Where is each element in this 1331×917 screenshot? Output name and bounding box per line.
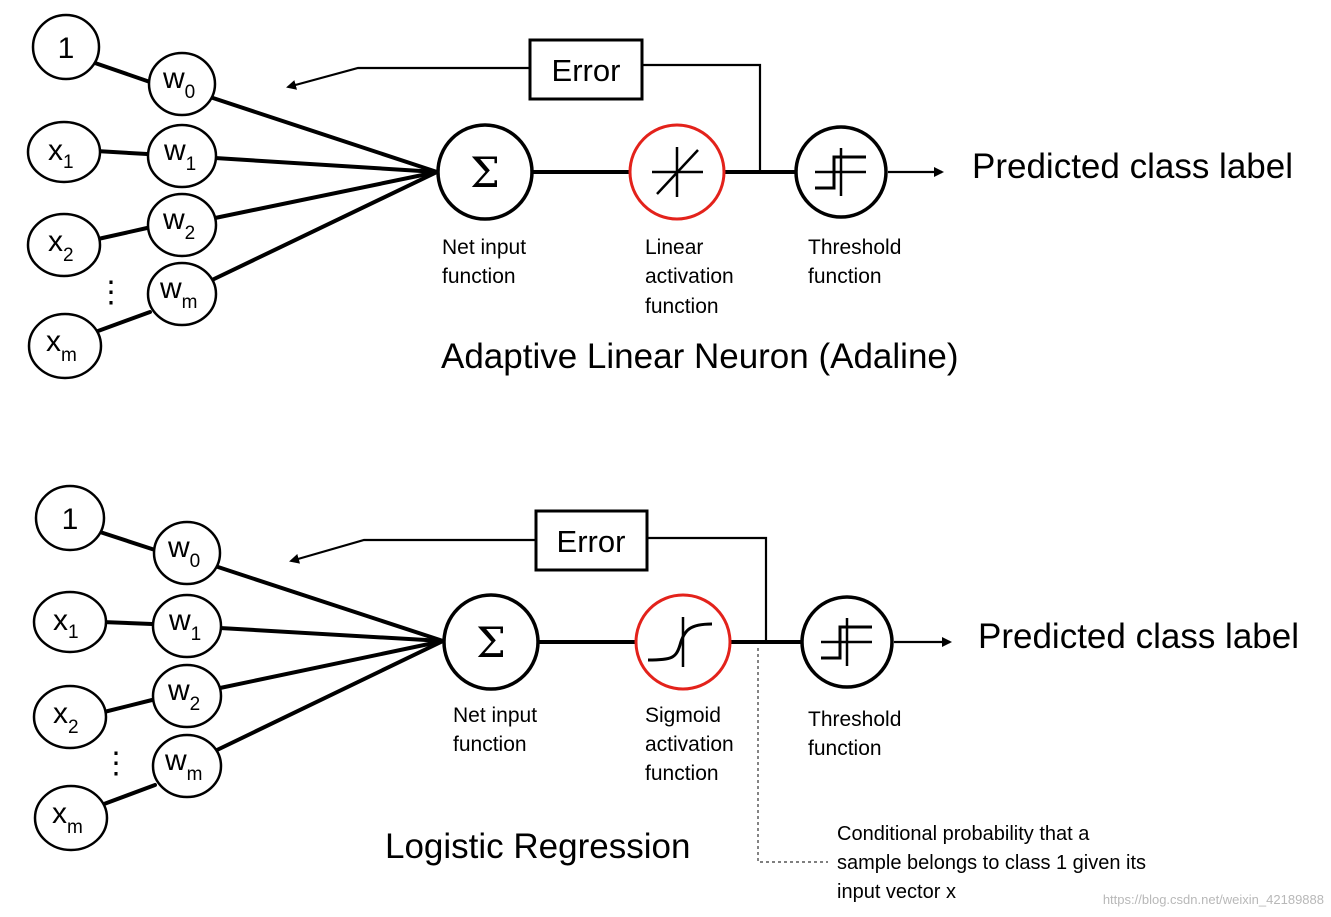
ellipsis-dots: ⋮ bbox=[96, 276, 126, 309]
weight-node-label: w2 bbox=[167, 674, 200, 715]
activation-caption-line: function bbox=[645, 762, 719, 785]
diagram-title: Adaptive Linear Neuron (Adaline) bbox=[441, 337, 959, 376]
error-box bbox=[534, 509, 649, 572]
probability-note-line: sample belongs to class 1 given its bbox=[837, 852, 1146, 874]
step-function-icon bbox=[821, 618, 872, 666]
activation-caption-line: activation bbox=[645, 733, 734, 756]
edge-input2-w2 bbox=[102, 698, 154, 714]
input-node-label: xm bbox=[52, 797, 83, 838]
threshold-caption-line: function bbox=[808, 737, 882, 760]
probability-note-line: input vector x bbox=[837, 881, 956, 903]
weight-node-w2 bbox=[146, 192, 218, 258]
edge-w0-sum bbox=[211, 96, 439, 174]
predicted-class-label: Predicted class label bbox=[972, 147, 1293, 186]
weight-node-label: w2 bbox=[162, 203, 195, 244]
weight-node-label: wm bbox=[159, 272, 198, 313]
watermark-url: https://blog.csdn.net/weixin_42189888 bbox=[1103, 892, 1324, 907]
weight-node-w1 bbox=[146, 123, 218, 189]
weight-node-w2 bbox=[151, 663, 223, 729]
threshold-caption-line: Threshold bbox=[808, 236, 901, 259]
edge-w1-sum bbox=[218, 626, 445, 643]
input-node-label: x2 bbox=[48, 225, 74, 266]
net-input-caption-line: function bbox=[442, 265, 516, 288]
threshold-caption-line: function bbox=[808, 265, 882, 288]
weight-node-label: wm bbox=[164, 744, 203, 785]
edge-w2-sum bbox=[218, 639, 445, 690]
edge-input0-w0 bbox=[93, 61, 152, 84]
weight-node-w0 bbox=[152, 520, 222, 586]
activation-caption-line: Linear bbox=[645, 236, 703, 259]
weight-node-label: w1 bbox=[163, 134, 196, 175]
adaline-diagram: Error 1 x1 x2 xm ⋮ w0 w1 w2 wm Σ bbox=[26, 13, 1293, 380]
error-feedback-right bbox=[642, 63, 762, 172]
input-node-xm bbox=[27, 312, 103, 380]
net-input-caption-line: function bbox=[453, 733, 527, 756]
edge-input2-w2 bbox=[96, 226, 149, 241]
input-node-bias bbox=[31, 13, 101, 81]
edge-w2-sum bbox=[213, 170, 439, 220]
sigma-symbol: Σ bbox=[476, 618, 506, 667]
weight-node-w1 bbox=[151, 593, 223, 659]
error-box bbox=[528, 38, 644, 101]
weight-node-wm bbox=[146, 261, 218, 327]
edge-inputm-wm bbox=[102, 783, 157, 806]
probability-note-line: Conditional probability that a bbox=[837, 823, 1090, 845]
edge-input1-w1 bbox=[100, 620, 154, 626]
edge-w0-sum bbox=[216, 565, 445, 643]
edge-wm-sum bbox=[215, 639, 445, 752]
input-node-label: xm bbox=[46, 325, 77, 366]
input-node-x2 bbox=[26, 212, 102, 278]
error-feedback-right bbox=[647, 536, 768, 642]
activation-caption-line: function bbox=[645, 295, 719, 318]
error-label: Error bbox=[557, 524, 626, 559]
input-node-label: x1 bbox=[53, 604, 79, 643]
threshold-caption-line: Threshold bbox=[808, 708, 901, 731]
net-input-caption-line: Net input bbox=[442, 236, 526, 259]
sigmoid-curve-icon bbox=[647, 617, 713, 667]
edge-wm-sum bbox=[210, 170, 439, 282]
edge-input0-w0 bbox=[98, 530, 157, 552]
diagram-title: Logistic Regression bbox=[385, 827, 690, 866]
step-function-icon bbox=[815, 148, 866, 196]
error-label: Error bbox=[552, 53, 621, 88]
input-node-label: x1 bbox=[48, 134, 74, 173]
error-feedback-left bbox=[289, 538, 536, 564]
edge-w1-sum bbox=[213, 156, 439, 174]
weight-node-label: w1 bbox=[168, 604, 201, 645]
input-node-label: x2 bbox=[53, 697, 79, 738]
sigma-symbol: Σ bbox=[470, 148, 500, 197]
activation-caption-line: Sigmoid bbox=[645, 704, 721, 727]
logistic-regression-diagram: Error 1 x1 x2 xm ⋮ w0 w1 w2 wm Σ bbox=[32, 484, 1299, 903]
edge-input1-w1 bbox=[94, 149, 149, 156]
ellipsis-dots: ⋮ bbox=[101, 747, 131, 780]
input-node-label: 1 bbox=[62, 503, 79, 536]
weight-node-label: w0 bbox=[162, 62, 195, 103]
input-node-x2 bbox=[32, 684, 108, 750]
error-feedback-left bbox=[286, 66, 530, 90]
input-node-x1 bbox=[26, 120, 102, 184]
net-input-node bbox=[436, 123, 534, 221]
net-input-node bbox=[442, 593, 540, 691]
linear-activation-icon bbox=[652, 147, 703, 197]
probability-leader-line bbox=[757, 648, 828, 863]
input-node-x1 bbox=[32, 590, 108, 654]
input-node-label: 1 bbox=[58, 32, 75, 65]
edge-inputm-wm bbox=[96, 310, 152, 333]
weight-node-wm bbox=[151, 733, 223, 799]
weight-node-w0 bbox=[147, 51, 217, 117]
predicted-class-label: Predicted class label bbox=[978, 617, 1299, 656]
weight-node-label: w0 bbox=[167, 531, 200, 572]
net-input-caption-line: Net input bbox=[453, 704, 537, 727]
activation-caption-line: activation bbox=[645, 265, 734, 288]
input-node-xm bbox=[33, 784, 109, 852]
input-node-bias bbox=[34, 484, 106, 552]
